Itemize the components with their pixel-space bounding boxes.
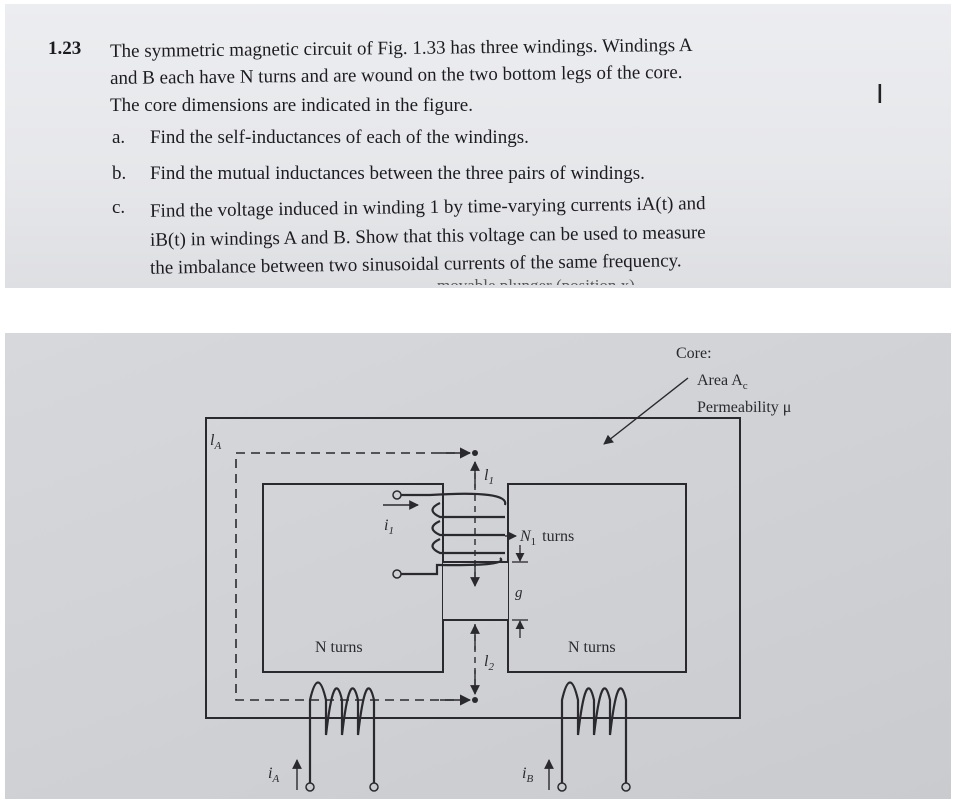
winding-1-coil — [400, 492, 507, 576]
center-leg-lower — [442, 619, 509, 672]
core-area-label: Area Ac — [697, 372, 748, 392]
label-NB-turns: N turns — [568, 639, 616, 656]
part-a-label: a. — [112, 127, 126, 148]
winding-1-terminal-top — [392, 490, 402, 500]
text-photo — [5, 4, 951, 288]
part-c-label: c. — [112, 197, 126, 218]
label-NA-turns: N turns — [315, 639, 363, 656]
problem-number: 1.23 — [48, 38, 82, 59]
part-c: c. Find the voltage induced in winding 1… — [112, 193, 706, 222]
winding-A-terminal-left — [305, 782, 315, 792]
problem-line-3: The core dimensions are indicated in the… — [110, 95, 473, 116]
part-a-text: Find the self-inductances of each of the… — [150, 127, 529, 148]
winding-A-terminal-right — [369, 782, 379, 792]
path-node-top — [472, 450, 478, 456]
label-i1: i1 — [384, 517, 394, 537]
core-leader-arrow — [603, 377, 689, 445]
part-b: b. Find the mutual inductances between t… — [112, 163, 645, 185]
winding-B-terminal-left — [557, 782, 567, 792]
core-heading: Core: — [676, 345, 712, 362]
text-cursor-icon: I — [876, 80, 884, 110]
winding-B-coil — [560, 681, 628, 790]
winding-1-terminal-bottom — [392, 569, 402, 579]
path-node-bottom — [472, 697, 478, 703]
core-outer-outline — [205, 417, 741, 719]
part-b-text: Find the mutual inductances between the … — [150, 163, 645, 184]
cut-off-line: ... movable plunger (position x) — [420, 276, 635, 285]
label-g: g — [515, 585, 523, 601]
winding-B-terminal-right — [621, 782, 631, 792]
label-lA: lA — [210, 432, 221, 452]
label-l1: l1 — [484, 467, 494, 487]
part-a: a. Find the self-inductances of each of … — [112, 127, 529, 149]
winding-A-coil — [308, 681, 376, 790]
label-l2: l2 — [484, 653, 494, 673]
part-b-label: b. — [112, 163, 127, 184]
mean-path-lA — [235, 452, 470, 701]
core-permeability-label: Permeability μ — [697, 399, 791, 416]
label-iB: iB — [522, 765, 533, 785]
label-iA: iA — [268, 765, 279, 785]
